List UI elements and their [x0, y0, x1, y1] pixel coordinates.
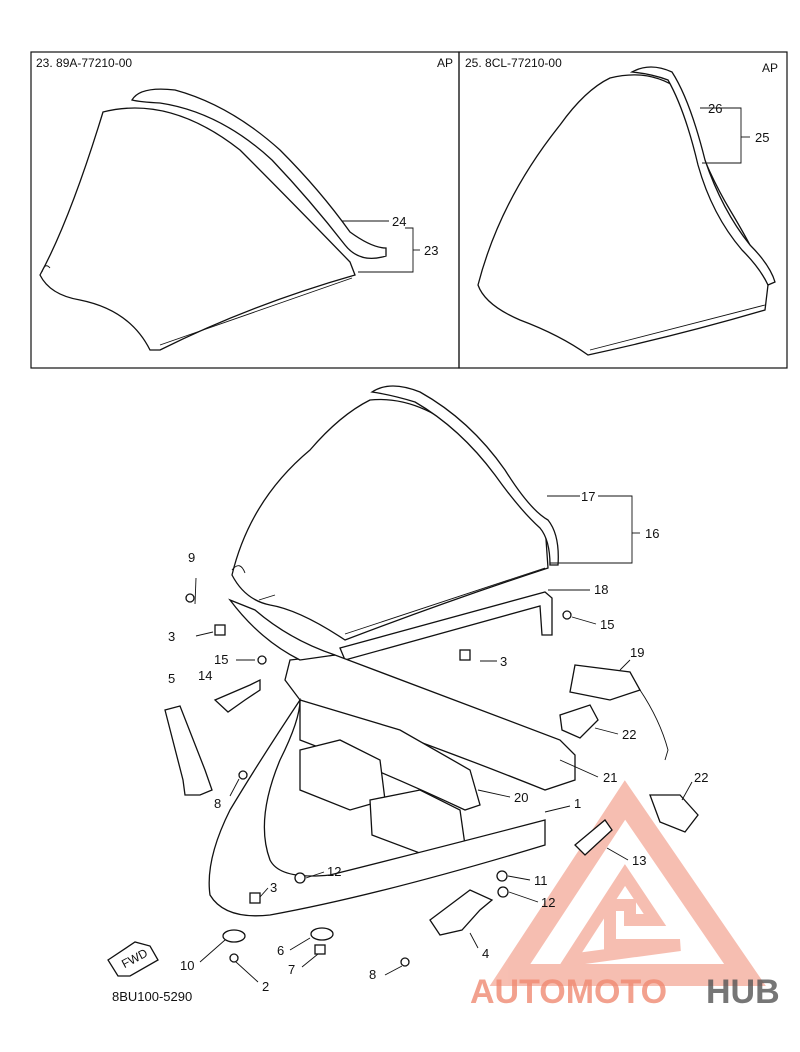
callout-17: 17 [581, 489, 595, 504]
callout-15-right: 15 [600, 617, 614, 632]
callout-3-upper-left: 3 [168, 629, 175, 644]
watermark-logo [489, 780, 766, 986]
inner-piece [228, 598, 336, 661]
callout-5: 5 [168, 671, 175, 686]
damper-6 [310, 927, 334, 941]
callout-12-left: 12 [327, 864, 341, 879]
stay-14 [213, 678, 261, 713]
callout-23: 23 [424, 243, 438, 258]
inset-left-box: 23. 89A-77210-00 AP 24 23 [30, 51, 460, 369]
callout-19: 19 [630, 645, 644, 660]
bracket-19 [569, 664, 641, 701]
callout-13: 13 [632, 853, 646, 868]
molding-26 [629, 66, 776, 286]
callout-3-lower: 3 [270, 880, 277, 895]
callout-22-upper: 22 [622, 727, 636, 742]
grommet-12b [497, 886, 509, 898]
callout-8-left: 8 [214, 796, 221, 811]
watermark-text-main: AUTOMOTO [470, 973, 667, 1011]
callout-18: 18 [594, 582, 608, 597]
callout-labels: 17 16 18 15 9 3 15 3 19 14 5 22 21 8 20 … [168, 489, 708, 994]
callout-16: 16 [645, 526, 659, 541]
windscreen-23 [39, 107, 356, 351]
fwd-arrow-icon: FWD [107, 941, 159, 977]
nut-3b [459, 649, 471, 661]
inset-right-box: 25. 8CL-77210-00 AP 26 25 [458, 51, 788, 369]
stay-13 [574, 819, 613, 856]
nut-3a [214, 624, 226, 636]
callout-8-bottom: 8 [369, 967, 376, 982]
inset-right-tag: AP [762, 61, 778, 75]
callout-3-center: 3 [500, 654, 507, 669]
callout-7: 7 [288, 962, 295, 977]
callout-24: 24 [392, 214, 406, 229]
nut-7 [314, 944, 326, 955]
callout-1: 1 [574, 796, 581, 811]
callout-9: 9 [188, 550, 195, 565]
callout-12-right: 12 [541, 895, 555, 910]
callout-11: 11 [534, 873, 548, 888]
drawing-number: 8BU100-5290 [112, 989, 192, 1004]
callout-15-left: 15 [214, 652, 228, 667]
callout-22-lower: 22 [694, 770, 708, 785]
callout-6: 6 [277, 943, 284, 958]
bolt-8a [238, 770, 248, 780]
bolt-8b [400, 957, 410, 967]
callout-21: 21 [603, 770, 617, 785]
stay-5 [164, 705, 213, 796]
callout-25: 25 [755, 130, 769, 145]
watermark-text-dark: HUB [706, 973, 780, 1011]
bolt-15a [257, 655, 267, 665]
stay-18 [339, 591, 553, 661]
inset-left-part-label: 23. 89A-77210-00 [36, 56, 132, 70]
callout-4: 4 [482, 946, 489, 961]
inset-left-tag: AP [437, 56, 453, 70]
callout-14: 14 [198, 668, 212, 683]
callout-26: 26 [708, 101, 722, 116]
screw-2 [229, 953, 239, 963]
molding-17 [370, 385, 559, 566]
callout-2: 2 [262, 979, 269, 994]
main-assembly [164, 385, 699, 983]
molding-24 [131, 88, 387, 259]
stay-4 [429, 889, 494, 936]
nut-3c [249, 892, 261, 904]
bolt-15b [562, 610, 572, 620]
watermark-text: AUTOMOTO HUB [470, 973, 780, 1011]
damper-10 [222, 929, 246, 943]
bracket-22b [649, 794, 699, 833]
inset-right-part-label: 25. 8CL-77210-00 [465, 56, 562, 70]
bolt-9 [185, 593, 195, 603]
grommet-12a [294, 872, 306, 884]
cowling-1 [208, 697, 546, 917]
callout-20: 20 [514, 790, 528, 805]
callout-10: 10 [180, 958, 194, 973]
bracket-22a [559, 704, 599, 739]
grommet-11 [496, 870, 508, 882]
